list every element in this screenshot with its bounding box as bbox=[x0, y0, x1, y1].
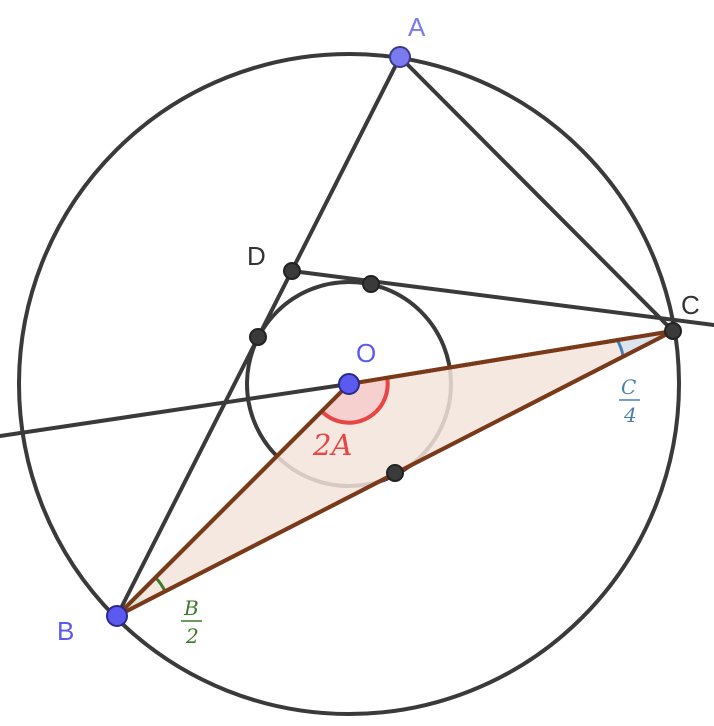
angle-2a-arc-stroke bbox=[320, 378, 390, 425]
point-c bbox=[664, 322, 682, 340]
line-through-o bbox=[0, 382, 351, 438]
point-b bbox=[106, 605, 128, 627]
segment-dc bbox=[290, 269, 714, 327]
label-b-half-num: B bbox=[183, 596, 199, 620]
tangent-point-dc bbox=[362, 275, 380, 293]
point-o bbox=[338, 373, 360, 395]
label-d: D bbox=[247, 241, 266, 271]
circumcircle bbox=[17, 52, 681, 716]
label-c-quarter-den: 4 bbox=[623, 403, 637, 427]
label-o: O bbox=[356, 338, 376, 368]
segment-oc bbox=[347, 329, 675, 386]
label-a: A bbox=[408, 12, 426, 42]
label-c: C bbox=[681, 290, 700, 320]
point-d bbox=[283, 262, 301, 280]
tangent-point-bc bbox=[386, 464, 404, 482]
angle-2a-arc bbox=[321, 378, 388, 423]
label-b: B bbox=[57, 616, 74, 646]
point-a bbox=[389, 46, 411, 68]
label-c-quarter-num: C bbox=[621, 375, 636, 399]
label-2a: 2A bbox=[312, 428, 352, 462]
tangent-point-ab bbox=[249, 328, 267, 346]
segment-ob bbox=[115, 382, 351, 618]
label-b-half-den: 2 bbox=[185, 624, 199, 648]
segment-ac bbox=[398, 55, 675, 333]
